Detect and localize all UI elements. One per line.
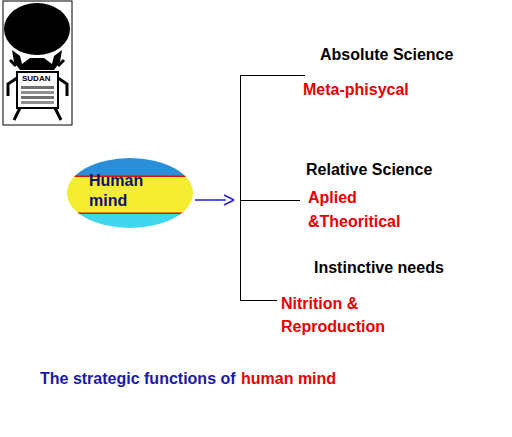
caption-highlight: human mind [241, 369, 336, 389]
branch-detail: Meta-phisycal [303, 80, 409, 100]
blue-arrow [195, 195, 234, 205]
branch-heading: Instinctive needs [314, 258, 444, 278]
scarab-illustration [3, 1, 72, 125]
mind-ellipse: Human mind [67, 158, 193, 228]
branch-detail: Nitrition & Reproduction [281, 292, 399, 338]
branch-heading: Relative Science [306, 160, 432, 180]
caption-text: The strategic functions of [40, 369, 236, 389]
plate-text: SUDAN [22, 74, 50, 84]
node-text: Human mind [89, 171, 161, 211]
branch-detail: Aplied &Theoritical [308, 186, 426, 234]
branch-bracket [240, 75, 305, 301]
ellipse-shape [67, 158, 193, 228]
branch-heading: Absolute Science [320, 45, 453, 65]
